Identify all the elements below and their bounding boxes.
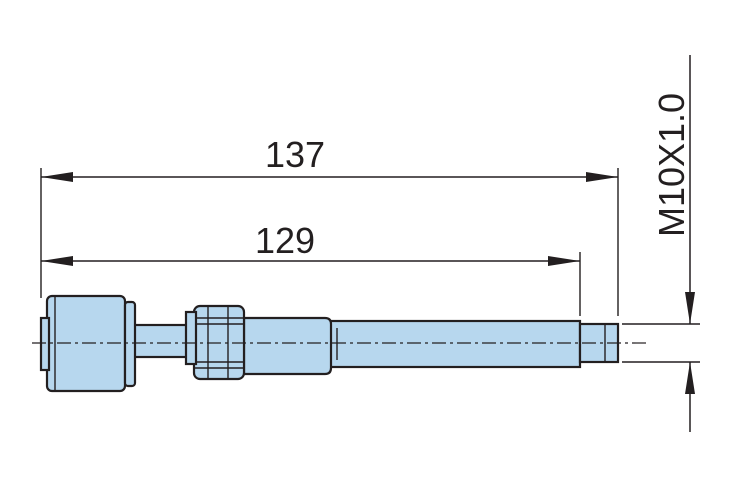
thread-dimension: M10X1.0	[651, 55, 695, 432]
neck-rod	[124, 323, 196, 359]
dimension-129: 129	[41, 220, 580, 266]
dimension-137: 137	[41, 134, 618, 182]
dimension-129-label: 129	[255, 220, 315, 261]
dimension-137-label: 137	[265, 134, 325, 175]
collar	[242, 316, 333, 376]
main-shaft	[326, 319, 582, 369]
thread-spec-label: M10X1.0	[651, 93, 692, 237]
extension-lines	[40, 168, 700, 363]
